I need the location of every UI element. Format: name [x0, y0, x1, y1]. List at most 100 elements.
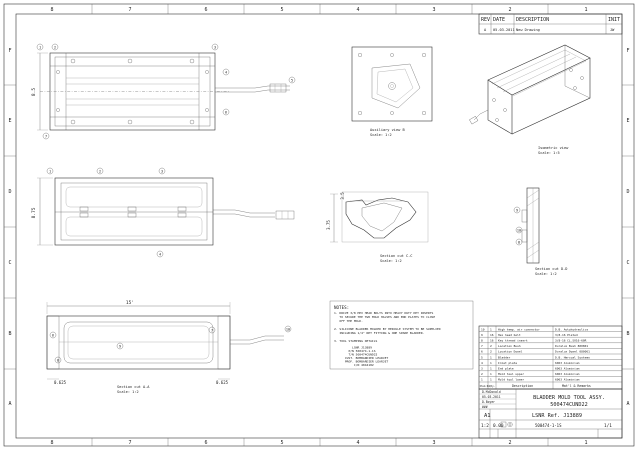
bom-row-8-name: Mold tool upper [498, 372, 524, 376]
front-balloon-4: 4 [159, 252, 161, 256]
title-approved-by: ### [482, 405, 488, 409]
bom-header-qty: Qty. [489, 384, 495, 388]
bom-row-2-material: 3/8-16 CL.SO16-60R [555, 339, 587, 343]
top-view-dimension: 8.5 [31, 88, 37, 96]
zone-bottom-4: 4 [356, 440, 359, 446]
zone-bottom-8: 8 [50, 440, 53, 446]
top-balloon-5: 5 [291, 78, 293, 82]
bom-row-2-qty: 16 [490, 339, 494, 343]
rev-init-value: JW [610, 28, 615, 32]
section-aa-right-dim: 0.625 [216, 380, 229, 385]
bom-row-8-material: 6063 Aluminium [555, 372, 580, 376]
bom-row-7-qty: 1 [490, 367, 492, 371]
bom-header-item: Item No. [480, 385, 492, 388]
rev-description-value: New Drawing [516, 28, 540, 32]
bom-row-6-qty: 1 [490, 361, 492, 365]
sheet-number: 1/1 [604, 423, 612, 429]
zone-right-F: F [626, 48, 629, 54]
section-aa-balloon-10: 10 [286, 327, 290, 331]
bom-row-3-qty: 2 [490, 344, 492, 348]
section-aa-balloon-8: 8 [57, 358, 59, 362]
isometric-view-scale: Scale: 1:5 [538, 151, 560, 155]
auxiliary-view-b: Auxiliary view B Scale: 1:2 [351, 46, 433, 137]
section-dd-scale: Scale: 1:2 [535, 272, 557, 276]
notes-line-5: INCLUDING 1/4" NPT FITTING & ONE SPARE B… [334, 331, 425, 335]
section-aa-left-dim: 0.625 [54, 380, 67, 385]
bill-of-materials: 10 1 High temp. air connector D.B. Autoh… [478, 325, 623, 390]
top-balloon-7: 7 [45, 134, 47, 138]
zone-right-A: A [626, 401, 629, 407]
bom-row-1-item: 9 [481, 333, 483, 337]
bom-row-0-material: D.B. Autohydraulics [555, 327, 588, 331]
notes-title: NOTES: [334, 305, 349, 310]
bom-row-2-item: 8 [481, 339, 483, 343]
isometric-view-title: Isometric view [538, 146, 569, 150]
section-aa-balloon-9: 9 [119, 344, 121, 348]
top-balloon-4: 4 [225, 70, 227, 74]
bom-row-5-qty: 1 [490, 355, 492, 359]
top-view: 8.5 1 2 3 4 5 6 7 [31, 43, 296, 140]
drawing-title-line-1: BLADDER MOLD TOOL ASSY. [533, 395, 605, 401]
zone-bottom-1: 1 [584, 440, 587, 446]
bom-row-3-material: Duralux Bush 800801 [555, 344, 588, 348]
section-aa-balloon-6: 6 [52, 333, 54, 337]
zone-bottom-3: 3 [432, 440, 435, 446]
projection-symbol-icon [500, 421, 513, 428]
notes-line-11: T/N 500474CUND22 [334, 353, 378, 357]
rev-header-init: INIT [608, 17, 620, 23]
drawing-scale: 1:2 [481, 423, 489, 429]
bom-row-0-item: 10 [481, 327, 485, 331]
section-dd-balloon-9: 9 [516, 208, 518, 212]
part-number: 500474-1-1S [535, 423, 562, 428]
top-balloon-2: 2 [54, 45, 56, 49]
notes-lines: 1. DRIVE 3/8 HEX HEAD BOLTS INTO HEAVY D… [334, 311, 441, 367]
zone-right-D: D [626, 189, 629, 195]
revision-block: REV DATE DESCRIPTION INIT A 05-03-2011 N… [478, 13, 623, 35]
zone-bottom-6: 6 [204, 440, 207, 446]
section-aa: 15' 0.625 0.625 6 7 8 9 10 Section cut A… [46, 300, 292, 394]
section-cc: 3.5 3.75 Section cut C-C Scale: 1:2 [326, 192, 429, 263]
front-balloon-2: 2 [99, 169, 101, 173]
zone-bottom-7: 7 [128, 440, 131, 446]
zone-right-B: B [626, 331, 629, 337]
bom-row-9-material: 6063 Aluminium [555, 378, 580, 382]
bom-row-1-material: 3/8-16 Plated [555, 333, 578, 337]
notes-block: NOTES: 1. DRIVE 3/8 HEX HEAD BOLTS INTO … [329, 300, 474, 370]
drawing-weight: 0.00 [493, 423, 504, 429]
front-view-dimension: 8.75 [31, 207, 37, 218]
zone-right-E: E [626, 118, 629, 124]
front-balloon-1: 1 [49, 169, 51, 173]
section-aa-scale: Scale: 1:2 [117, 390, 139, 394]
zone-left-D: D [8, 189, 11, 195]
section-cc-dim-1: 3.5 [340, 192, 345, 200]
isometric-view: Isometric view Scale: 1:5 [469, 44, 591, 155]
drawing-title-line-2: 500474CUND22 [550, 402, 587, 408]
bom-row-4-qty: 2 [490, 350, 492, 354]
lsnr-reference: LSNR Ref. J13889 [532, 413, 582, 419]
bom-row-9-item: 1 [481, 378, 483, 382]
bom-row-8-qty: 1 [490, 372, 492, 376]
zone-top-1: 1 [584, 7, 587, 13]
notes-line-4: 2. SILICONE BLADDER MOLDED BY HERCULE SY… [334, 327, 441, 331]
title-checked-by: D.Boyer [482, 400, 495, 404]
border-frame: 8 7 6 5 4 3 2 1 8 7 6 5 4 3 2 1 F E D C … [3, 3, 635, 447]
section-cc-dim-2: 3.75 [326, 220, 331, 230]
zone-bottom-2: 2 [508, 440, 511, 446]
bom-row-5-item: 5 [481, 355, 483, 359]
section-dd-title: Section cut D-D [535, 267, 567, 271]
bom-row-0-name: High temp. air connector [498, 327, 540, 331]
zone-top-6: 6 [204, 7, 207, 13]
notes-line-0: 1. DRIVE 3/8 HEX HEAD BOLTS INTO HEAVY D… [334, 311, 434, 315]
bom-row-9-qty: 1 [490, 378, 492, 382]
zone-bottom-5: 5 [280, 440, 283, 446]
section-dd-balloon-10: 10 [517, 228, 521, 232]
bom-row-1-name: Hex head bolt [498, 333, 521, 337]
bom-row-6-name: Inlet plate [498, 361, 517, 365]
notes-line-13: PROF. BOMBARDIER LEARJET [334, 360, 388, 364]
rev-value: A [484, 28, 487, 32]
bom-row-7-name: End plate [498, 367, 514, 371]
notes-line-12: CUST. BOMBARDIER LEARJET [334, 356, 388, 360]
top-balloon-1: 1 [39, 45, 41, 49]
zone-top-5: 5 [280, 7, 283, 13]
